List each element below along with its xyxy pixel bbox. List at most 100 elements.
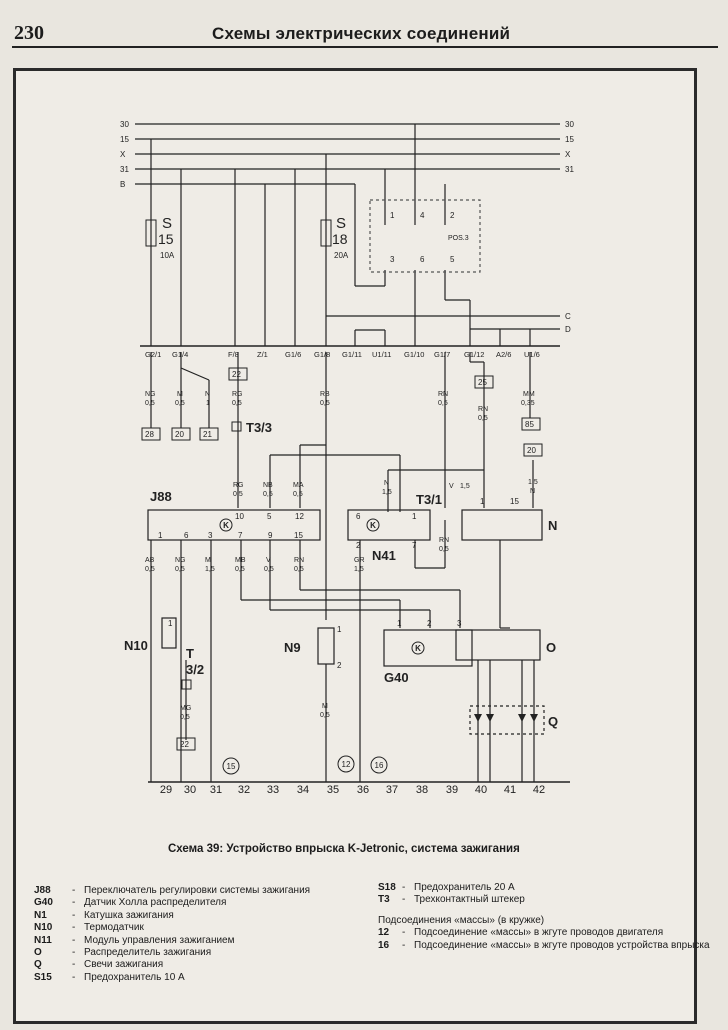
t32-connector-icon [181, 679, 192, 690]
pin-g1-8: G1/8 [314, 350, 330, 359]
circled-ground-12: 12 [342, 760, 351, 769]
page-title: Схемы электрических соединений [212, 24, 511, 43]
relay-position-label: POS.3 [448, 235, 469, 242]
fuse-s15-rating: 10A [160, 251, 175, 260]
wire-mg-t32-size: 0,5 [180, 714, 190, 721]
legend-code: G40 [34, 897, 53, 909]
wire-ng-bottom: NG [175, 557, 186, 564]
legend-text: Модуль управления зажиганием [84, 934, 235, 946]
label-t33: T3/3 [246, 420, 272, 435]
legend-item: T3-Трехконтактный штекер [378, 894, 714, 906]
relay-contact-2: 2 [450, 211, 455, 220]
ground-notes-title: Подсоединения «массы» (в кружке) [378, 914, 545, 926]
legend-dash: - [72, 922, 76, 934]
wire-n-n41-size: 1,5 [382, 489, 392, 496]
wire-m-top-size: 0,5 [175, 400, 185, 407]
legend-text: Термодатчик [84, 922, 144, 934]
g40-pin-2: 2 [427, 619, 432, 628]
terminal-38: 38 [416, 784, 428, 796]
rail-30-right: 30 [565, 120, 574, 129]
wire-nb-j88: NB [263, 482, 273, 489]
relay-contact-3: 3 [390, 255, 395, 264]
j88-pin-5: 5 [267, 512, 272, 521]
legend-code: S15 [34, 971, 52, 983]
fuse-s18-number: 18 [332, 231, 348, 247]
wire-n-20-size: 1,5 [528, 479, 538, 486]
legend-text: Предохранитель 20 А [414, 882, 515, 893]
wire-layer [135, 123, 570, 783]
circled-ground-16: 16 [375, 761, 384, 770]
ground-box-22-a: 22 [232, 370, 241, 379]
g40-k-symbol: K [415, 644, 421, 653]
rail-x-right: X [565, 150, 571, 159]
terminal-32: 32 [238, 784, 250, 796]
wire-ng-top: NG [145, 391, 156, 398]
rail-d: D [565, 325, 571, 334]
wire-rn-25: RN [478, 406, 488, 413]
pin-u1-11: U1/11 [372, 350, 391, 359]
rail-30-left: 30 [120, 120, 129, 129]
wire-rb-top-size: 0,5 [320, 400, 330, 407]
terminal-30: 30 [184, 784, 196, 796]
wire-n-top: N [205, 391, 210, 398]
legend-dash: - [402, 894, 406, 906]
wire-m-n9-size: 0,5 [320, 712, 330, 719]
label-o: O [546, 640, 556, 655]
label-n41: N41 [372, 548, 396, 563]
legend-text: Датчик Холла распределителя [84, 897, 227, 909]
j88-pin-6: 6 [184, 531, 189, 540]
ground-note-text: Подсоединение «массы» в жгуте проводов д… [414, 927, 664, 939]
n41-pin-2: 2 [356, 541, 361, 550]
relay-contact-6: 6 [420, 255, 425, 264]
wire-n-n41: N [384, 480, 389, 487]
ground-box-22-b: 22 [180, 740, 189, 749]
wire-m-n9: M [322, 703, 328, 710]
rail-c: C [565, 312, 571, 321]
wire-mm-top: MM [523, 391, 535, 398]
wire-mb-bottom-size: 0,5 [235, 566, 245, 573]
pin-g2-1: G2/1 [145, 350, 161, 359]
label-g40: G40 [384, 670, 409, 685]
fuse-s18-letter: S [336, 215, 346, 232]
n41-pin-7: 7 [412, 541, 417, 550]
terminal-33: 33 [267, 784, 279, 796]
relay-contact-1: 1 [390, 211, 395, 220]
wire-rn-25-size: 0,5 [478, 415, 488, 422]
fuse-s18: S 18 20A [320, 215, 349, 260]
terminal-39: 39 [446, 784, 458, 796]
label-j88: J88 [150, 489, 172, 504]
label-q: Q [548, 714, 558, 729]
legend-dash: - [72, 971, 76, 983]
legend-dash: - [402, 882, 406, 893]
n9-pin-1: 1 [337, 625, 342, 634]
fuse-s15-letter: S [162, 215, 172, 232]
legend-text: Распределитель зажигания [84, 947, 212, 959]
ground-note-text: Подсоединение «массы» в жгуте проводов у… [414, 939, 710, 951]
wire-mm-top-size: 0,35 [521, 400, 535, 407]
wire-rb-top: RB [320, 391, 330, 398]
wire-m-bottom: M [205, 557, 211, 564]
ground-box-20-a: 20 [175, 430, 184, 439]
wire-gr-n41: GR [354, 557, 365, 564]
pin-f-8: F/8 [228, 350, 239, 359]
rail-15-right: 15 [565, 135, 574, 144]
label-t31: T3/1 [416, 492, 442, 507]
j88-pin-9: 9 [268, 531, 273, 540]
legend-dash: - [72, 897, 76, 909]
legend-code: O [34, 947, 42, 959]
ground-note-item: 12-Подсоединение «массы» в жгуте проводо… [378, 927, 714, 939]
diagram-caption: Схема 39: Устройство впрыска K-Jetronic,… [168, 843, 520, 855]
wire-rn-top: RN [438, 391, 448, 398]
wire-ab-size: 0,5 [145, 566, 155, 573]
terminal-41: 41 [504, 784, 516, 796]
n41-pin-1: 1 [412, 512, 417, 521]
wire-ab: AB [145, 557, 155, 564]
ground-box-25: 25 [478, 378, 487, 387]
rail-x-left: X [120, 150, 126, 159]
rail-31-left: 31 [120, 165, 129, 174]
wire-v-bottom: V [266, 557, 271, 564]
wire-m-top: M [177, 391, 183, 398]
legend-dash: - [402, 939, 406, 951]
pin-g1-6: G1/6 [285, 350, 301, 359]
legend-code: Q [34, 959, 42, 971]
